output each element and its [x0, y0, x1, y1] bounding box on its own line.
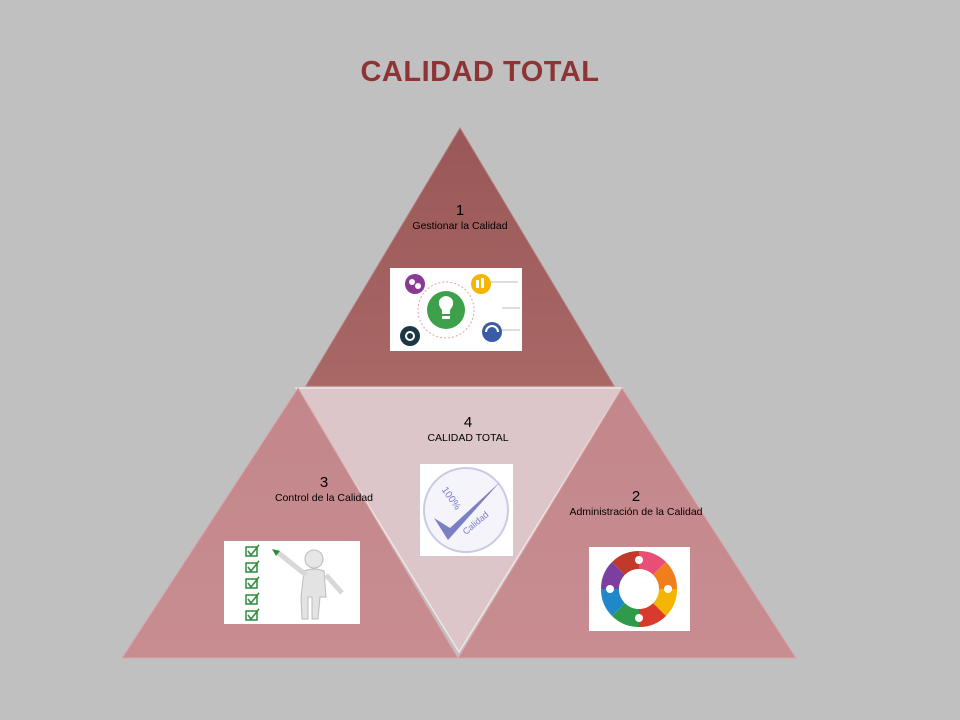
section-2-label: 2 Administración de la Calidad [566, 488, 706, 519]
section-3-label: 3 Control de la Calidad [254, 474, 394, 505]
checklist-figure-icon [224, 541, 360, 624]
puzzle-ring-icon [589, 547, 690, 631]
section-4-number: 4 [463, 414, 473, 431]
lightbulb-cycle-icon [390, 268, 522, 351]
section-4-text: CALIDAD TOTAL [427, 432, 509, 444]
quality-check-seal-icon: 100% Calidad [420, 464, 513, 556]
section-4-label: 4 CALIDAD TOTAL [398, 414, 538, 445]
section-1-number: 1 [455, 202, 465, 219]
section-1-text: Gestionar la Calidad [412, 220, 508, 232]
section-1-label: 1 Gestionar la Calidad [410, 202, 510, 233]
section-3-number: 3 [319, 474, 329, 491]
section-2-number: 2 [631, 488, 641, 505]
top-triangle [305, 127, 615, 387]
page-title: CALIDAD TOTAL [360, 56, 600, 88]
section-2-text: Administración de la Calidad [569, 506, 703, 518]
section-3-text: Control de la Calidad [274, 492, 374, 504]
right-triangle [457, 387, 797, 659]
left-triangle [121, 387, 459, 659]
